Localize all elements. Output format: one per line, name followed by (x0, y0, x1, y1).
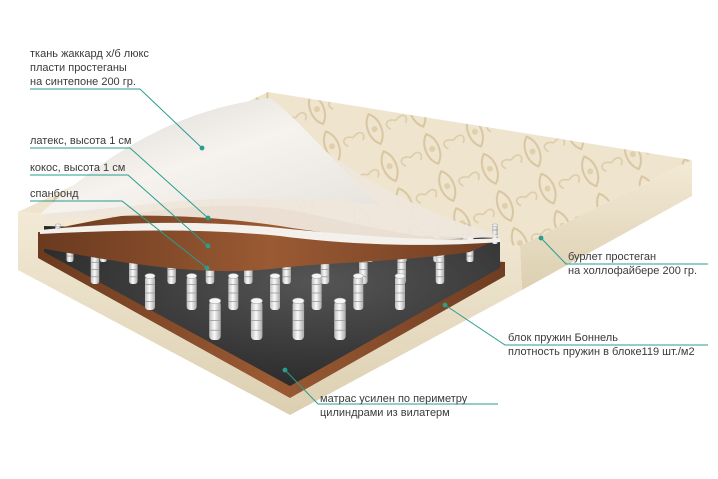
spring-cylinder (394, 273, 406, 310)
coconut-layer (40, 205, 500, 272)
mattress-side-right (520, 160, 692, 290)
label-top-fabric-line1: ткань жаккард х/б люкс (30, 48, 149, 60)
leader-coconut (30, 174, 209, 247)
leader-lines (30, 88, 708, 405)
label-side-border: бурлет простеган на холлофайбере 200 гр. (568, 250, 697, 278)
label-top-fabric-line3: на синтепоне 200 гр. (30, 76, 136, 88)
label-side-border-line2: на холлофайбере 200 гр. (568, 265, 698, 277)
label-spring-block-line2: плотность пружин в блоке119 шт./м2 (508, 346, 695, 358)
label-perimeter-line2: цилиндрами из вилатерм (320, 407, 450, 419)
leader-perimeter (284, 369, 498, 405)
top-fabric-layer (40, 98, 380, 214)
label-spring-block: блок пружин Боннель плотность пружин в б… (508, 331, 695, 359)
spring-cylinder (292, 297, 305, 340)
leader-latex (30, 147, 209, 219)
spring-cylinder (311, 273, 322, 310)
label-perimeter: матрас усилен по периметру цилиндрами из… (320, 392, 467, 420)
leader-spunbond (30, 200, 208, 269)
spring-cylinder (435, 252, 445, 284)
leader-top-fabric (30, 88, 203, 149)
spring-cylinder (186, 273, 197, 310)
spring-cylinder (269, 273, 281, 310)
label-spunbond: спанбонд (30, 188, 79, 200)
spunbond-layer (40, 222, 500, 245)
spring-cylinder (208, 297, 222, 340)
label-spring-block-line1: блок пружин Боннель (508, 332, 618, 344)
label-latex: латекс, высота 1 см (30, 135, 132, 147)
label-side-border-line1: бурлет простеган (568, 251, 657, 263)
leader-side-border (540, 237, 708, 265)
leader-dots (199, 145, 544, 373)
leader-spring-block (444, 304, 708, 346)
spring-cylinder (144, 273, 156, 310)
spring-cylinder (353, 273, 364, 310)
spring-cylinder (250, 297, 263, 340)
label-perimeter-line1: матрас усилен по периметру (320, 393, 468, 405)
label-coconut: кокос, высота 1 см (30, 162, 126, 174)
spring-cylinder (228, 273, 239, 310)
spring-cylinder (333, 297, 347, 340)
label-top-fabric: ткань жаккард х/б люкс пласти простеганы… (30, 47, 149, 89)
label-top-fabric-line2: пласти простеганы (30, 62, 127, 74)
